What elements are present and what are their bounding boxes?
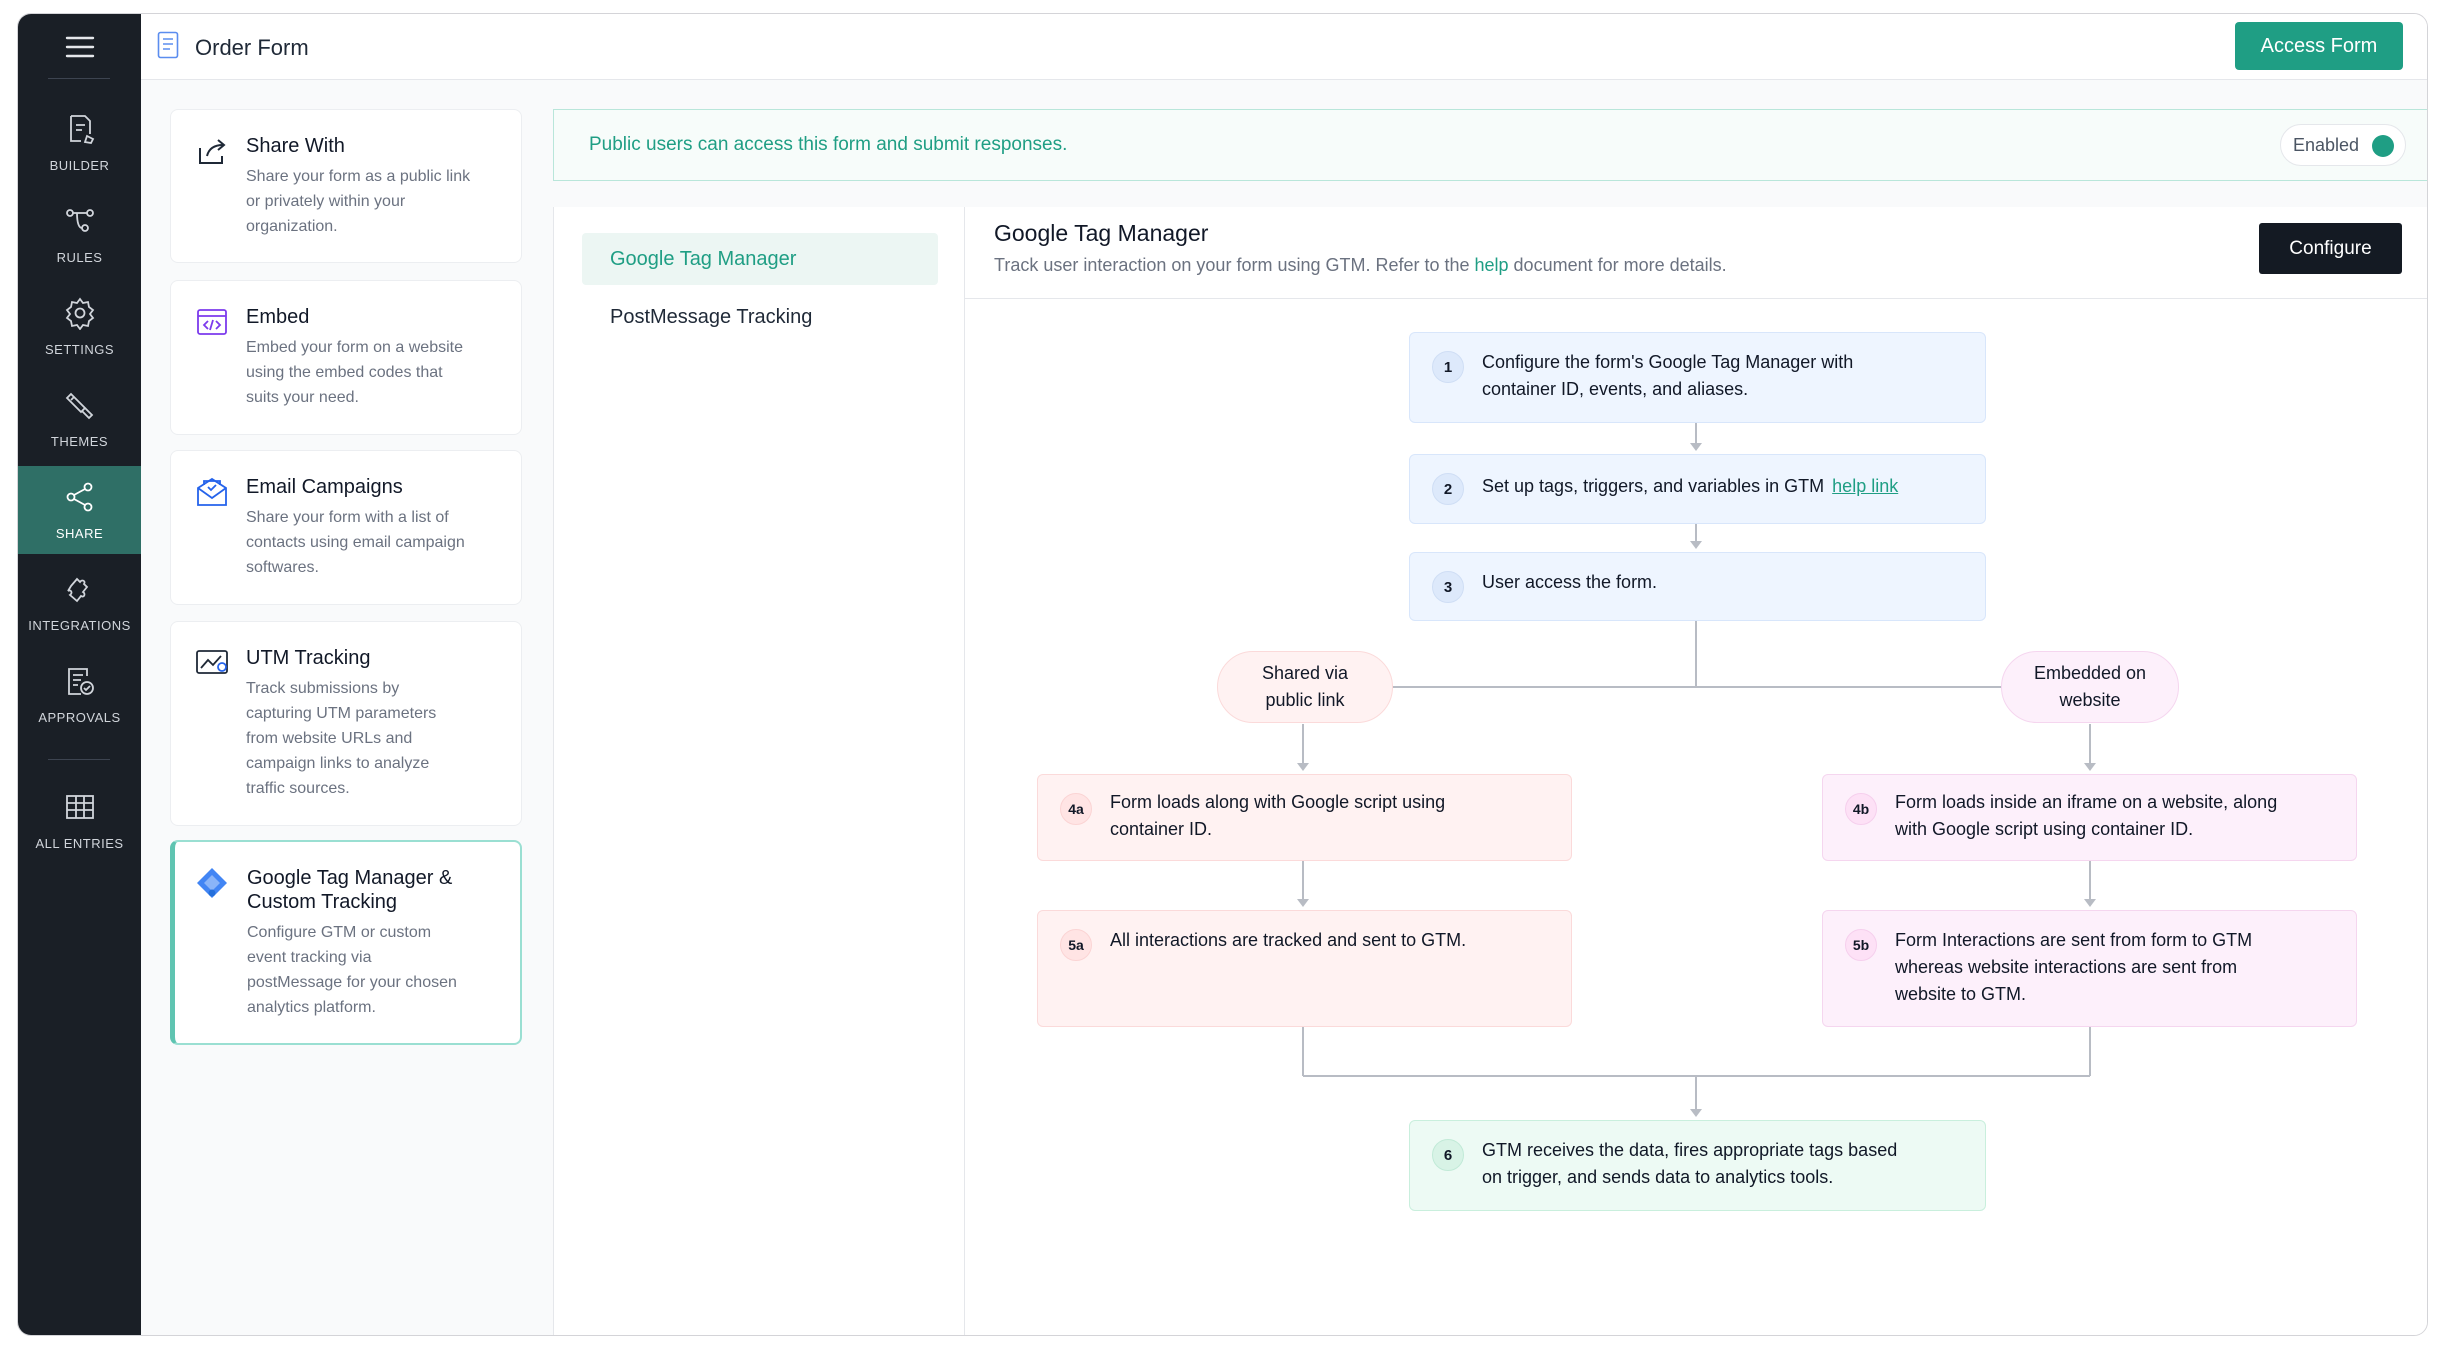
brush-icon bbox=[65, 392, 93, 419]
toggle-label: Enabled bbox=[2293, 135, 2360, 155]
share-arrow-icon bbox=[199, 139, 226, 164]
detail-description: Track user interaction on your form usin… bbox=[994, 255, 1727, 275]
share-option-email-campaigns[interactable]: Email Campaigns Share your form with a l… bbox=[170, 450, 522, 605]
banner-text: Public users can access this form and su… bbox=[589, 134, 1068, 155]
flow-step-5b: 5b Form Interactions are sent from form … bbox=[1822, 910, 2357, 1027]
tab-postmessage-tracking[interactable]: PostMessage Tracking bbox=[610, 306, 813, 328]
gtm-detail: Google Tag Manager Track user interactio… bbox=[965, 207, 2427, 1335]
step-text: Configure the form's Google Tag Manager … bbox=[1482, 352, 1854, 399]
rules-icon bbox=[65, 208, 94, 232]
sidebar-divider bbox=[48, 759, 110, 760]
step-text: Form loads inside an iframe on a website… bbox=[1895, 792, 2278, 839]
step-number-badge: 5a bbox=[1060, 929, 1092, 961]
tracking-tabs: Google Tag Manager PostMessage Tracking bbox=[554, 207, 965, 1335]
step-number-badge: 4a bbox=[1060, 793, 1092, 825]
flow-step-4b: 4b Form loads inside an iframe on a webs… bbox=[1822, 774, 2357, 861]
detail-title: Google Tag Manager bbox=[994, 220, 1209, 246]
step-number-badge: 1 bbox=[1432, 351, 1464, 383]
top-header: Order Form Access Form bbox=[141, 14, 2427, 80]
sidebar-item-builder[interactable]: BUILDER bbox=[18, 98, 141, 186]
gear-icon bbox=[65, 297, 94, 330]
toggle-indicator bbox=[2372, 135, 2394, 157]
step-text: Form loads along with Google script usin… bbox=[1110, 792, 1446, 839]
share-option-gtm-custom-tracking[interactable]: Google Tag Manager &Custom Tracking Conf… bbox=[170, 840, 522, 1045]
share-option-share-with[interactable]: Share With Share your form as a public l… bbox=[170, 109, 522, 263]
flow-step-5a: 5a All interactions are tracked and sent… bbox=[1037, 910, 1572, 1027]
flow-connectors bbox=[1297, 423, 2096, 1117]
sidebar-item-share[interactable]: SHARE bbox=[18, 466, 141, 554]
access-form-button[interactable]: Access Form bbox=[2235, 22, 2403, 70]
card-title: Google Tag Manager &Custom Tracking bbox=[247, 867, 453, 913]
google-tag-manager-icon bbox=[197, 868, 227, 898]
card-title: UTM Tracking bbox=[246, 647, 371, 669]
step-text: GTM receives the data, fires appropriate… bbox=[1482, 1140, 1898, 1187]
email-icon bbox=[197, 477, 227, 506]
enabled-toggle[interactable]: Enabled bbox=[2280, 124, 2406, 166]
flow-step-3: 3 User access the form. bbox=[1409, 552, 1986, 621]
step-number-badge: 5b bbox=[1845, 929, 1877, 961]
sidebar-item-integrations[interactable]: INTEGRATIONS bbox=[18, 558, 141, 646]
share-icon bbox=[66, 482, 92, 511]
help-link[interactable]: help bbox=[1474, 255, 1509, 275]
tab-google-tag-manager[interactable]: Google Tag Manager bbox=[582, 233, 938, 285]
tracking-panel: Google Tag Manager PostMessage Tracking … bbox=[553, 207, 2427, 1335]
sidebar: BUILDER RULES SETTINGS THEMES SHARE INTE… bbox=[18, 14, 141, 1335]
configure-button[interactable]: Configure bbox=[2259, 223, 2402, 274]
card-title: Email Campaigns bbox=[246, 476, 403, 498]
public-access-banner: Public users can access this form and su… bbox=[553, 109, 2427, 181]
flow-step-4a: 4a Form loads along with Google script u… bbox=[1037, 774, 1572, 861]
sidebar-item-settings[interactable]: SETTINGS bbox=[18, 282, 141, 370]
hamburger-menu-icon[interactable] bbox=[18, 14, 141, 79]
step-number-badge: 3 bbox=[1432, 571, 1464, 603]
builder-icon bbox=[69, 114, 94, 144]
step-text: All interactions are tracked and sent to… bbox=[1110, 930, 1467, 950]
step-number-badge: 4b bbox=[1845, 793, 1877, 825]
sidebar-item-approvals[interactable]: APPROVALS bbox=[18, 650, 141, 738]
step-number-badge: 6 bbox=[1432, 1139, 1464, 1171]
approvals-icon bbox=[67, 667, 94, 695]
step-text: Set up tags, triggers, and variables in … bbox=[1482, 476, 1899, 496]
detail-header: Google Tag Manager Track user interactio… bbox=[965, 207, 2427, 299]
gtm-flow-diagram: 1 Configure the form's Google Tag Manage… bbox=[965, 299, 2427, 1335]
app-window: BUILDER RULES SETTINGS THEMES SHARE INTE… bbox=[17, 13, 2428, 1336]
sidebar-divider bbox=[48, 78, 110, 79]
step-number-badge: 2 bbox=[1432, 473, 1464, 505]
form-document-icon bbox=[157, 31, 179, 59]
card-title: Embed bbox=[246, 306, 310, 328]
sidebar-item-rules[interactable]: RULES bbox=[18, 190, 141, 278]
flow-step-1: 1 Configure the form's Google Tag Manage… bbox=[1409, 332, 1986, 423]
sidebar-item-themes[interactable]: THEMES bbox=[18, 374, 141, 462]
flow-step-2: 2 Set up tags, triggers, and variables i… bbox=[1409, 454, 1986, 524]
embed-code-icon bbox=[197, 309, 227, 335]
puzzle-icon bbox=[66, 577, 88, 602]
sidebar-item-all-entries[interactable]: ALL ENTRIES bbox=[18, 776, 141, 864]
flow-step-6: 6 GTM receives the data, fires appropria… bbox=[1409, 1120, 1986, 1211]
card-title: Share With bbox=[246, 135, 345, 157]
step-text: User access the form. bbox=[1482, 572, 1658, 592]
step-text: Form Interactions are sent from form to … bbox=[1895, 930, 2253, 1004]
page-title: Order Form bbox=[195, 35, 309, 60]
grid-icon bbox=[65, 794, 94, 819]
utm-chart-icon bbox=[196, 650, 228, 674]
gtm-help-link[interactable]: help link bbox=[1832, 476, 1899, 496]
